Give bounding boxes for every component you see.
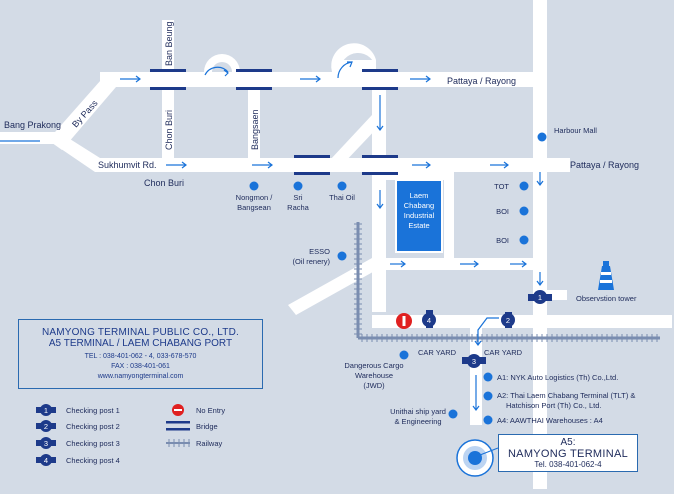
company-tel: TEL : 038-401-062 - 4, 033-678-570 xyxy=(84,353,197,360)
legend-checkpoint-4: 4 Checking post 4 xyxy=(36,454,120,466)
label-sri-1: Sri xyxy=(293,193,303,202)
industrial-estate-block xyxy=(395,179,443,253)
label-bangsaen: Bangsaen xyxy=(250,109,260,150)
label-sukhumvit: Sukhumvit Rd. xyxy=(98,160,157,170)
label-laem-1: Laem xyxy=(410,191,429,200)
lighthouse-icon xyxy=(598,261,614,290)
label-a2-2: Hatchison Port (Th) Co., Ltd. xyxy=(506,401,601,410)
destination-code: A5: xyxy=(560,437,576,448)
label-esso-1: ESSO xyxy=(309,247,330,256)
label-laem-4: Estate xyxy=(408,221,429,230)
svg-text:Checking post 3: Checking post 3 xyxy=(66,439,120,448)
legend-checkpoint-3: 3 Checking post 3 xyxy=(36,437,120,449)
direction-arrows xyxy=(0,61,544,411)
checkpoint-1: 1 xyxy=(528,290,552,304)
tot-marker xyxy=(519,181,529,191)
no-entry-icon xyxy=(396,313,412,329)
checkpoint-2-number: 2 xyxy=(506,316,510,325)
label-laem-3: Industrial xyxy=(404,211,435,220)
a1-marker xyxy=(483,372,493,382)
legend-checkpoint-1: 1 Checking post 1 xyxy=(36,404,120,416)
label-a1: A1: NYK Auto Logistics (Th) Co.,Ltd. xyxy=(497,373,618,382)
nongmon-marker xyxy=(249,181,259,191)
label-pattaya-rayong-top: Pattaya / Rayong xyxy=(447,76,516,86)
company-info-box: NAMYONG TERMINAL PUBLIC CO., LTD. A5 TER… xyxy=(18,319,263,389)
company-name: NAMYONG TERMINAL PUBLIC CO., LTD. xyxy=(41,327,239,338)
destination-target-icon xyxy=(456,439,499,477)
checkpoint-3: 3 xyxy=(462,354,486,368)
checkpoint-4-number: 4 xyxy=(427,316,431,325)
svg-text:Checking post 1: Checking post 1 xyxy=(66,406,120,415)
label-car-yard-2: CAR YARD xyxy=(484,348,523,357)
label-boi-1: BOI xyxy=(496,207,509,216)
label-pattaya-rayong-mid: Pattaya / Rayong xyxy=(570,160,639,170)
legend-railway: Railway xyxy=(166,439,223,448)
label-esso-2: (Oil renery) xyxy=(292,257,330,266)
company-website: www.namyongterminal.com xyxy=(97,373,184,380)
label-boi-2: BOI xyxy=(496,236,509,245)
label-thai-oil: Thai Oil xyxy=(329,193,355,202)
svg-text:No Entry: No Entry xyxy=(196,406,225,415)
label-laem-2: Chabang xyxy=(404,201,434,210)
legend-no-entry: No Entry xyxy=(172,404,225,416)
checkpoint-4: 4 xyxy=(422,310,436,328)
place-markers xyxy=(249,132,547,425)
unithai-marker xyxy=(448,409,458,419)
label-unithai-1: Unithai ship yard xyxy=(390,407,446,416)
label-car-yard-1: CAR YARD xyxy=(418,348,457,357)
boi-1-marker xyxy=(519,206,529,216)
legend: 1 Checking post 1 2 Checking post 2 3 Ch… xyxy=(36,404,225,466)
label-dangerous-3: (JWD) xyxy=(363,381,385,390)
company-fax: FAX : 038-401-061 xyxy=(111,363,170,370)
label-chon-buri-vertical: Chon Buri xyxy=(164,110,174,150)
esso-marker xyxy=(337,251,347,261)
a2-marker xyxy=(483,391,493,401)
thai-oil-marker xyxy=(337,181,347,191)
svg-text:1: 1 xyxy=(44,406,48,415)
destination-name: NAMYONG TERMINAL xyxy=(507,448,629,460)
destination-tel: Tel. 038-401-062-4 xyxy=(534,460,602,469)
label-observation-tower: Observstion tower xyxy=(576,294,637,303)
checkpoint-2: 2 xyxy=(501,312,515,328)
label-a4: A4: AAWTHAI Warehouses : A4 xyxy=(497,416,603,425)
dangerous-cargo-marker xyxy=(399,350,409,360)
label-sri-2: Racha xyxy=(287,203,310,212)
boi-2-marker xyxy=(519,235,529,245)
svg-text:Railway: Railway xyxy=(196,439,223,448)
harbour-mall-marker xyxy=(537,132,547,142)
label-nongmon-1: Nongmon / xyxy=(236,193,274,202)
label-chon-buri: Chon Buri xyxy=(144,178,184,188)
checkpoint-1-number: 1 xyxy=(538,293,542,302)
a4-marker xyxy=(483,415,493,425)
svg-text:4: 4 xyxy=(44,456,48,465)
label-tot: TOT xyxy=(494,182,509,191)
label-dangerous-2: Warehouse xyxy=(355,371,393,380)
label-dangerous-1: Dangerous Cargo xyxy=(344,361,403,370)
svg-text:Checking post 4: Checking post 4 xyxy=(66,456,120,465)
label-ban-beung: Ban Beung xyxy=(164,21,174,66)
label-bang-prakong: Bang Prakong xyxy=(4,120,61,130)
label-a2-1: A2: Thai Laem Chabang Terminal (TLT) & xyxy=(497,391,635,400)
svg-text:Checking post 2: Checking post 2 xyxy=(66,422,120,431)
svg-text:Bridge: Bridge xyxy=(196,422,218,431)
label-unithai-2: & Engineering xyxy=(394,417,441,426)
label-nongmon-2: Bangsean xyxy=(237,203,271,212)
sri-racha-marker xyxy=(293,181,303,191)
bridges xyxy=(150,69,398,175)
svg-text:2: 2 xyxy=(44,422,48,431)
checkpoint-3-number: 3 xyxy=(472,357,476,366)
destination-box: A5: NAMYONG TERMINAL Tel. 038-401-062-4 xyxy=(498,434,638,472)
svg-text:3: 3 xyxy=(44,439,48,448)
railway-ties xyxy=(354,223,658,342)
company-terminal: A5 TERMINAL / LAEM CHABANG PORT xyxy=(48,338,233,349)
label-harbour-mall: Harbour Mall xyxy=(554,126,597,135)
legend-bridge: Bridge xyxy=(166,421,218,431)
legend-checkpoint-2: 2 Checking post 2 xyxy=(36,420,120,432)
